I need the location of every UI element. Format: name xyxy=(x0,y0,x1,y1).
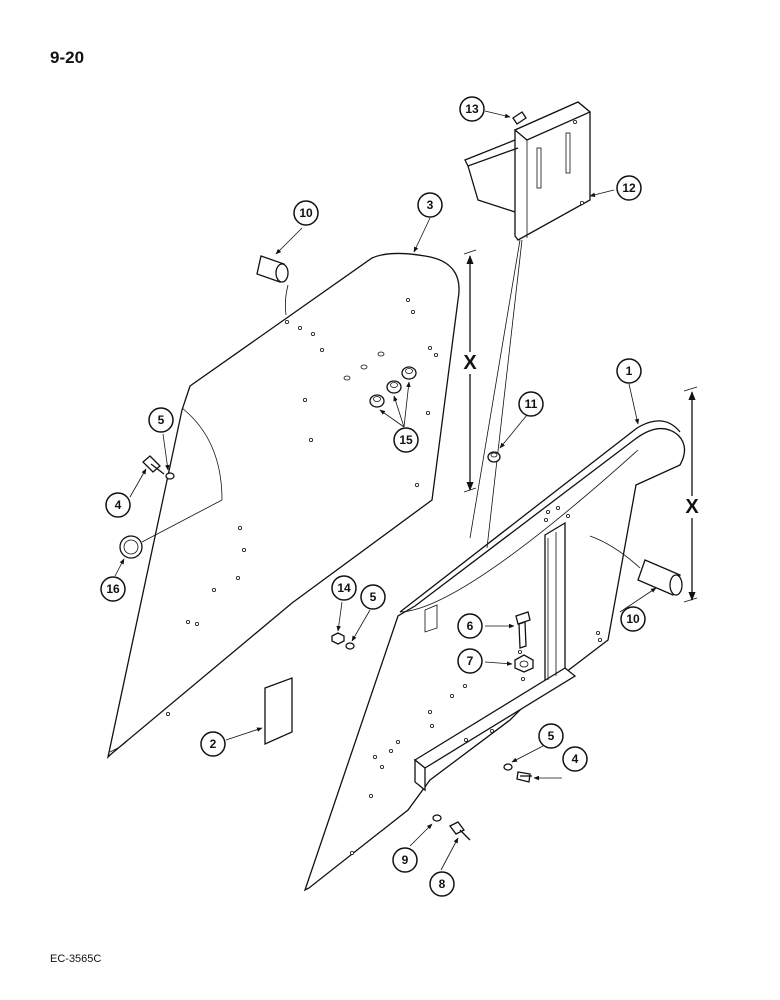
callout-7: 7 xyxy=(457,648,483,674)
callout-15: 15 xyxy=(393,427,419,453)
callout-1-number: 1 xyxy=(626,364,633,378)
callout-11: 11 xyxy=(518,391,544,417)
callout-3-number: 3 xyxy=(427,198,434,212)
callout-13-number: 13 xyxy=(465,102,479,116)
callout-10-right: 10 xyxy=(620,606,646,632)
callout-4-lower-number: 4 xyxy=(572,752,579,766)
grommet-11 xyxy=(487,451,501,463)
callout-16: 16 xyxy=(100,576,126,602)
callout-16-number: 16 xyxy=(106,582,120,596)
nut-7 xyxy=(514,654,534,673)
dimension-x-left: X xyxy=(459,249,481,493)
dimension-label-right: X xyxy=(685,496,699,518)
right-panel xyxy=(303,420,686,892)
page-number: 9-20 xyxy=(50,48,85,67)
callout-5-upper: 5 xyxy=(148,407,174,433)
screw-13 xyxy=(512,111,527,125)
callout-10-left-number: 10 xyxy=(299,206,313,220)
bolt-4-upper xyxy=(142,455,175,480)
callout-6-number: 6 xyxy=(467,619,474,633)
support-bracket xyxy=(464,101,592,241)
callout-5-middle: 5 xyxy=(360,584,386,610)
callout-12: 12 xyxy=(616,175,642,201)
grommet-15-group xyxy=(369,366,417,408)
spacer-right xyxy=(589,535,683,596)
callout-5-upper-number: 5 xyxy=(158,413,165,427)
callout-5-lower: 5 xyxy=(538,723,564,749)
figure-code: EC-3565C xyxy=(50,953,102,965)
bolt-6 xyxy=(515,611,531,649)
callout-8-number: 8 xyxy=(439,877,446,891)
callout-12-number: 12 xyxy=(622,181,636,195)
callout-10-left: 10 xyxy=(293,200,319,226)
callout-2: 2 xyxy=(200,731,226,757)
dimension-x-right: X xyxy=(681,386,703,603)
bracket-leader xyxy=(469,239,523,549)
callout-2-number: 2 xyxy=(210,737,217,751)
dimension-label-left: X xyxy=(463,352,477,374)
callout-10-right-number: 10 xyxy=(626,612,640,626)
emblem-part xyxy=(119,499,223,559)
callout-6: 6 xyxy=(457,613,483,639)
callout-3: 3 xyxy=(417,192,443,218)
callout-7-number: 7 xyxy=(467,654,474,668)
callout-4-upper-number: 4 xyxy=(115,498,122,512)
decal-part xyxy=(264,677,293,746)
spacer-left xyxy=(256,255,289,316)
bolt-4-lower xyxy=(503,763,532,783)
nut-14-washer-5 xyxy=(331,632,355,650)
callout-9: 9 xyxy=(392,847,418,873)
left-panel xyxy=(106,252,460,760)
leader-lines xyxy=(114,110,657,871)
callout-15-number: 15 xyxy=(399,433,413,447)
callout-13: 13 xyxy=(459,96,485,122)
callout-5-lower-number: 5 xyxy=(548,729,555,743)
callout-4-lower: 4 xyxy=(562,746,588,772)
callout-5-middle-number: 5 xyxy=(370,590,377,604)
callout-4-upper: 4 xyxy=(105,492,131,518)
callout-11-number: 11 xyxy=(525,397,538,411)
callout-14: 14 xyxy=(331,575,357,601)
callout-9-number: 9 xyxy=(402,853,409,867)
callout-8: 8 xyxy=(429,871,455,897)
callout-1: 1 xyxy=(616,358,642,384)
bolt-8 xyxy=(432,814,471,841)
callout-14-number: 14 xyxy=(337,581,351,595)
